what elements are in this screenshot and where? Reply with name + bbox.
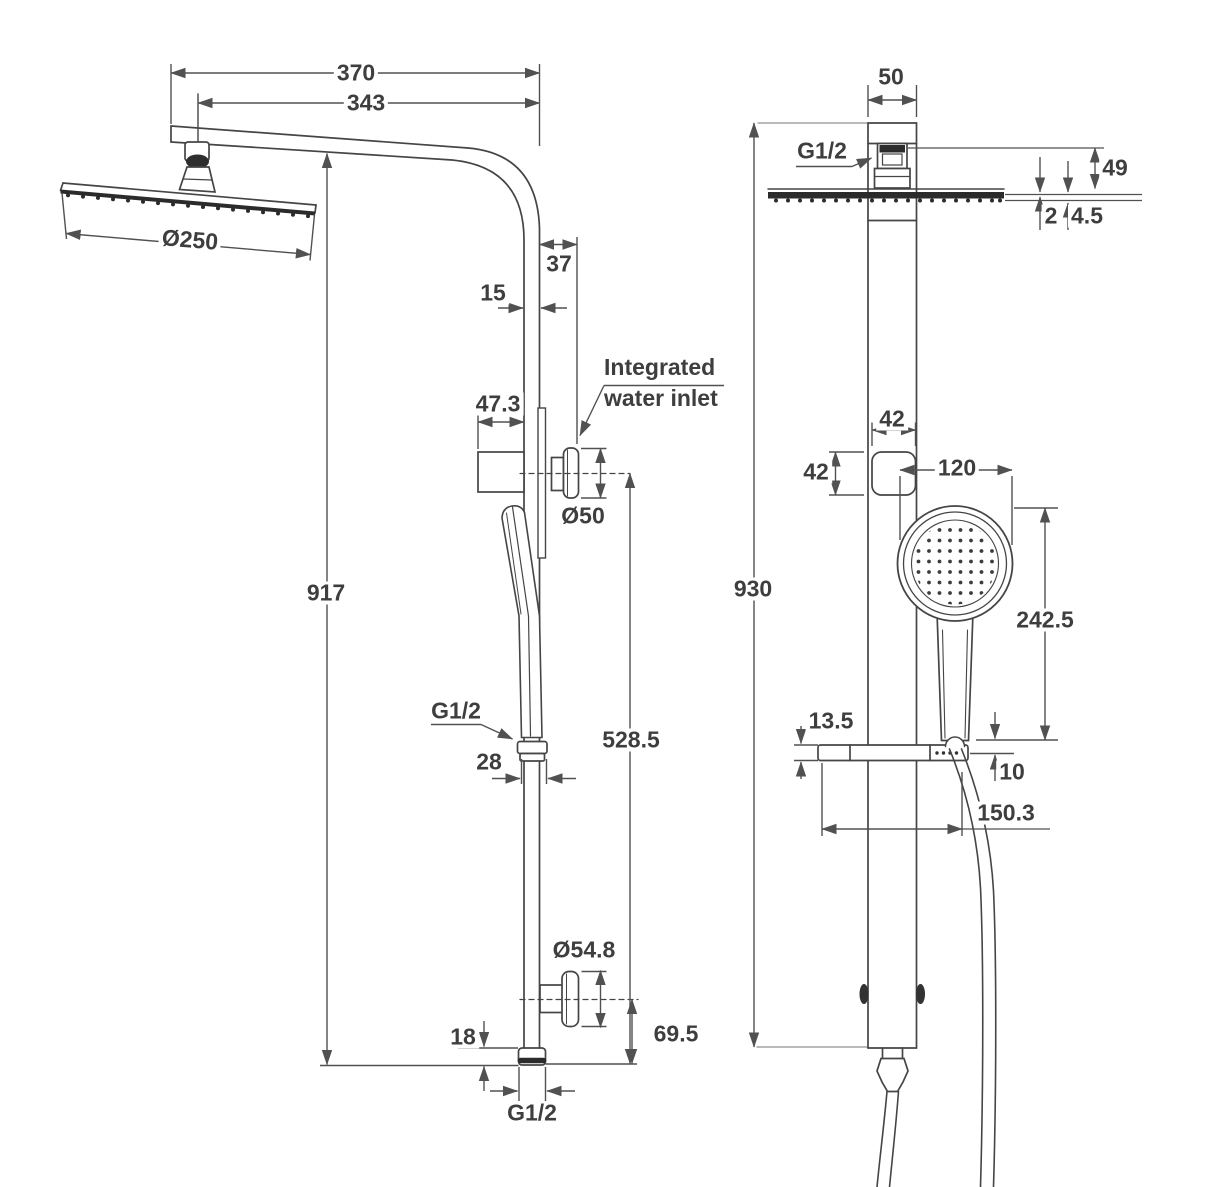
dim-18-label: 18 [447,1025,479,1049]
bottom-outlet-side [517,1047,547,1066]
front-view-drawing [756,122,1014,1187]
rail-bracket-front [871,451,917,496]
spray-nubs-side [66,193,310,219]
shower-arm-and-rail-side [170,125,541,1049]
dim-37-label: 37 [543,252,575,276]
dim-917-label: 917 [303,581,349,605]
dim-28-label: 28 [473,750,505,774]
dim-head-diameter-label: Ø250 [158,224,222,255]
holder-dots [935,751,959,755]
slider-bar [817,744,969,762]
dim-4-5-label: 4.5 [1068,204,1106,228]
dim-242-5-label: 242.5 [1013,608,1077,632]
hand-shower-side [501,504,548,762]
rail-pivot-pin-right [916,984,925,1004]
wall-bracket-side [477,451,525,493]
side-view-drawing [59,93,639,1066]
bottom-outlet-front [876,1047,909,1093]
dim-diverter-diameter-label: Ø54.8 [549,938,619,962]
top-inlet-connector [873,142,911,189]
dim-343-label: 343 [343,91,389,115]
dim-13-5-label: 13.5 [805,709,857,733]
dim-bracket-width-label: 42 [876,407,908,431]
dim-47-3-label: 47.3 [472,392,524,416]
shower-hose [876,748,997,1187]
inlet-back-plate [537,407,547,559]
hose-connector-dome [944,736,966,748]
dim-2-label: 2 [1041,204,1061,228]
dim-150-3-label: 150.3 [974,801,1038,825]
thread-bottom-label: G1/2 [504,1101,560,1125]
overhead-shower-head-front [767,188,1005,203]
dim-528-5-label: 528.5 [599,728,663,752]
dim-370-label: 370 [333,61,379,85]
rail-pivot-pin-left [859,984,869,1004]
thread-top-label: G1/2 [794,139,850,163]
hand-shower-handle-front [936,611,974,742]
dim-49-label: 49 [1099,156,1131,180]
dim-50-label: 50 [875,65,907,89]
integrated-water-inlet [519,447,631,499]
dim-bracket-height-label: 42 [800,460,832,484]
overhead-shower-head-side [59,182,317,219]
diverter-knob-side [519,970,639,1028]
dim-15-label: 15 [477,281,509,305]
thread-mid-label: G1/2 [428,699,484,723]
dim-69-5-label: 69.5 [650,1022,702,1046]
dim-10-label: 10 [996,760,1028,784]
ball-joint-connector [178,93,217,193]
integrated-water-inlet-note: Integrated water inlet [604,354,718,412]
reference-extensions [756,122,869,1048]
dim-inlet-diameter-label: Ø50 [558,504,608,528]
dim-handset-diameter-label: 120 [934,456,980,480]
side-view-dimensions [61,64,724,1101]
dim-930-label: 930 [730,577,776,601]
hand-shower-head-front [896,505,1014,748]
